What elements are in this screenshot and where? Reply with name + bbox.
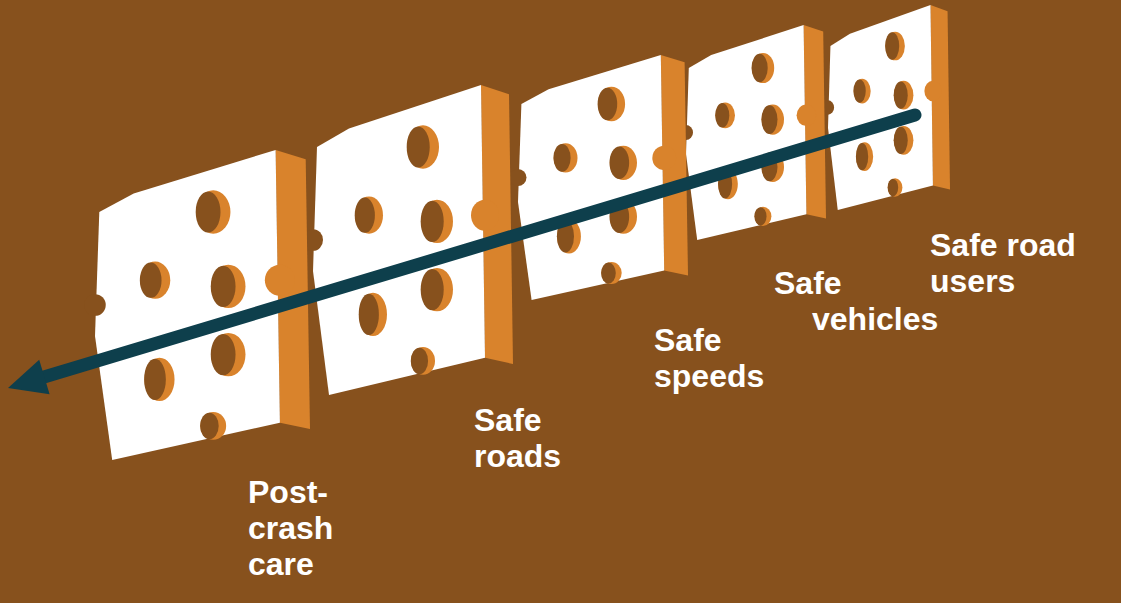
slice-face xyxy=(313,85,485,395)
hole-rim xyxy=(715,102,735,128)
hole xyxy=(144,359,166,400)
hole xyxy=(885,32,899,59)
hole-rim xyxy=(762,152,784,182)
hole xyxy=(761,105,777,134)
hole xyxy=(610,200,630,233)
cheese-slice xyxy=(686,25,826,240)
hole-rim xyxy=(894,81,914,110)
hole-rim xyxy=(411,347,435,375)
slice-label: Safe roads xyxy=(474,402,569,474)
hole xyxy=(856,143,868,170)
edge-bite xyxy=(303,229,323,251)
hole-rim xyxy=(140,262,170,299)
hole-rim xyxy=(601,262,621,284)
hole xyxy=(211,266,236,307)
slice-label: Safe speeds xyxy=(654,322,774,394)
hole xyxy=(553,144,570,172)
cheese-slice-node: Safe speeds xyxy=(518,55,688,300)
slice-label: Safe vehicles xyxy=(774,265,942,337)
hole-rim xyxy=(762,105,784,135)
cheese-slice xyxy=(313,85,513,395)
hole-rim xyxy=(211,333,245,376)
edge-bite xyxy=(84,294,106,316)
cheese-slice-node: Safe vehicles xyxy=(686,25,826,240)
hole xyxy=(211,334,236,375)
edge-bite xyxy=(679,125,693,140)
hole-rim xyxy=(854,79,871,104)
hole xyxy=(752,54,768,83)
hole-rim xyxy=(355,197,383,234)
hole-rim xyxy=(200,412,226,440)
edge-bump xyxy=(471,200,499,231)
hole-rim xyxy=(557,219,581,253)
cheese-slice xyxy=(95,150,310,460)
hole xyxy=(610,147,630,180)
hole-rim xyxy=(755,207,772,226)
hole-rim xyxy=(421,268,453,311)
hole-rim xyxy=(752,53,774,83)
hole-rim xyxy=(359,293,387,336)
hole xyxy=(853,79,865,102)
cheese-slice xyxy=(828,5,950,210)
edge-bite xyxy=(822,100,834,114)
hole xyxy=(761,153,777,182)
slice-face xyxy=(686,25,806,240)
hole-rim xyxy=(894,126,914,155)
slice-label: Post-crash care xyxy=(248,474,343,582)
hole xyxy=(196,191,221,232)
hole xyxy=(407,126,430,167)
hole-rim xyxy=(885,32,905,61)
hole-rim xyxy=(211,265,245,308)
edge-bite xyxy=(510,169,527,186)
hole xyxy=(140,263,162,298)
edge-bump xyxy=(652,146,676,171)
hole-rim xyxy=(407,125,439,168)
hole-rim xyxy=(144,358,174,401)
slice-face xyxy=(828,5,933,210)
slice-face xyxy=(95,150,280,460)
slice-face xyxy=(518,55,664,300)
cheese-slice-node: Safe roads xyxy=(313,85,513,395)
hole xyxy=(718,170,732,199)
hole-rim xyxy=(856,142,873,171)
edge-bump xyxy=(265,265,295,296)
edge-bump xyxy=(924,81,941,102)
hole xyxy=(601,263,616,284)
hole xyxy=(894,127,908,154)
edge-bump xyxy=(797,105,817,127)
hole xyxy=(355,198,375,233)
hole-rim xyxy=(718,169,738,199)
hole xyxy=(421,269,444,310)
hole xyxy=(754,207,766,225)
hole xyxy=(200,413,219,440)
arrow-shaft xyxy=(44,115,915,377)
slice-label: Safe road users xyxy=(930,227,1120,299)
hole-rim xyxy=(554,143,578,172)
hole xyxy=(715,103,729,128)
hole xyxy=(598,88,618,121)
cheese-slice-node: Safe road users xyxy=(828,5,950,210)
hole-rim xyxy=(888,178,903,196)
cheese-slice-node: Post-crash care xyxy=(95,150,310,460)
hole-rim xyxy=(421,200,453,243)
hole xyxy=(557,220,574,253)
hole xyxy=(888,179,899,197)
arrow-head xyxy=(8,360,50,394)
hole-rim xyxy=(610,146,637,180)
hole xyxy=(894,82,908,109)
hole-rim xyxy=(196,190,230,233)
hole-rim xyxy=(610,200,637,234)
cheese-slice xyxy=(518,55,688,300)
hole-rim xyxy=(598,87,625,121)
hole xyxy=(411,348,428,375)
hole xyxy=(421,201,444,242)
hole xyxy=(359,294,379,335)
